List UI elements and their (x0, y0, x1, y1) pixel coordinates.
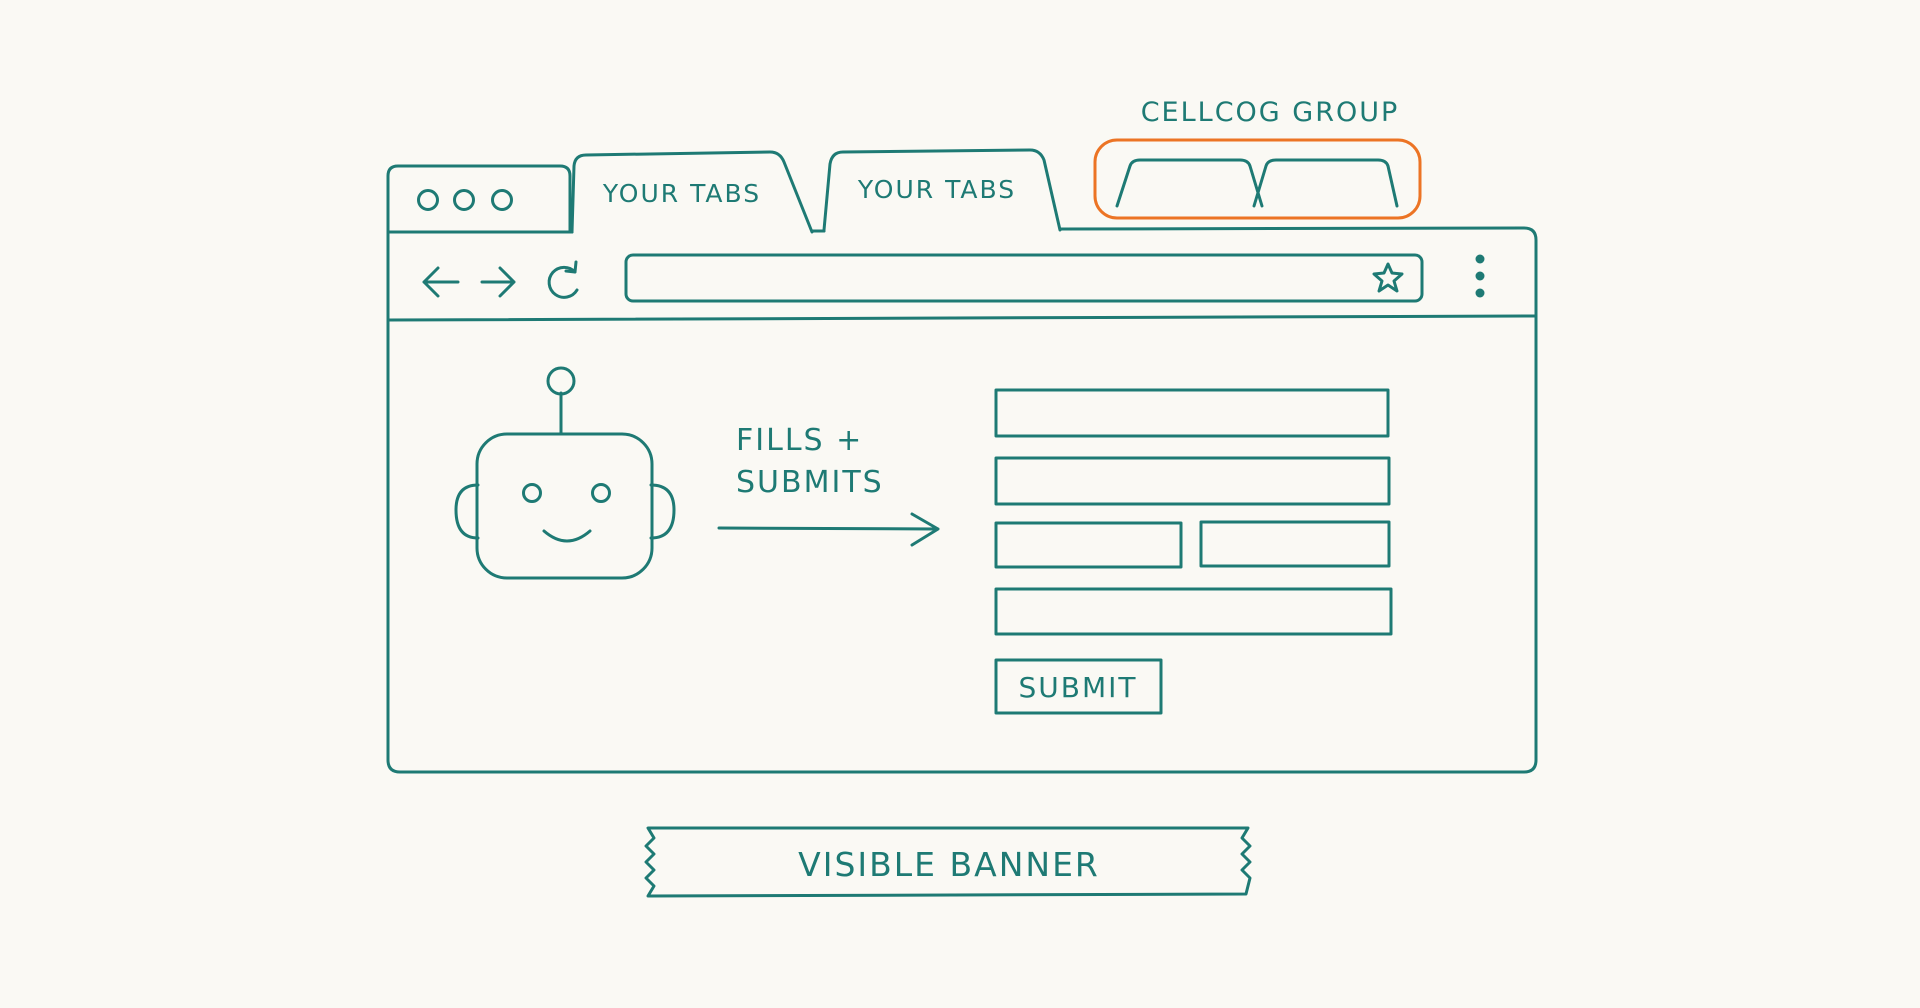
grouped-tab-1[interactable] (1115, 158, 1264, 208)
agent-action-label-line1: FILLS + (736, 423, 863, 458)
address-bar[interactable] (624, 253, 1424, 303)
form-field-3b[interactable] (1199, 520, 1391, 568)
submit-button[interactable]: SUBMIT (994, 658, 1163, 715)
form-field-1[interactable] (994, 388, 1390, 438)
browser-window-frame (386, 226, 1538, 774)
kebab-menu-icon (1475, 254, 1485, 298)
robot-icon (454, 366, 676, 580)
bookmark-button[interactable] (1372, 262, 1404, 293)
form-field-3a[interactable] (994, 521, 1183, 569)
form-field-2[interactable] (994, 456, 1391, 506)
window-control-dot-3[interactable] (491, 189, 513, 211)
agent-action-label-line2: SUBMITS (736, 465, 884, 500)
visible-banner: VISIBLE BANNER (644, 826, 1252, 898)
banner-label: VISIBLE BANNER (798, 845, 1100, 884)
browser-menu-button[interactable] (1475, 254, 1485, 298)
forward-button[interactable] (480, 266, 516, 298)
tab-label: YOUR TABS (857, 175, 1016, 204)
star-icon (1372, 262, 1404, 293)
grouped-tab-2[interactable] (1252, 158, 1399, 208)
banner-frame (644, 826, 1252, 898)
tab-group-label: CELLCOG GROUP (1141, 97, 1400, 128)
back-button[interactable] (422, 266, 460, 298)
submit-button-frame (994, 658, 1163, 715)
tab-label: YOUR TABS (602, 179, 761, 208)
tab-outline (822, 148, 1062, 232)
submit-button-label: SUBMIT (1019, 671, 1138, 704)
form-field-4[interactable] (994, 587, 1393, 636)
window-controls-strip (386, 164, 572, 234)
action-arrow (717, 512, 940, 547)
arrow-right-icon (480, 266, 516, 298)
tab-strip-baseline (386, 229, 826, 234)
reload-button[interactable] (547, 260, 579, 299)
tab-your-tabs-1[interactable]: YOUR TABS (570, 150, 814, 234)
arrow-left-icon (422, 266, 460, 298)
tab-outline (570, 150, 814, 234)
tab-group-highlight (1093, 138, 1422, 220)
tab-your-tabs-2[interactable]: YOUR TABS (822, 148, 1062, 232)
window-control-dot-2[interactable] (453, 189, 475, 211)
reload-icon (547, 260, 579, 299)
window-control-dot-1[interactable] (417, 189, 439, 211)
toolbar-divider (386, 314, 1538, 322)
